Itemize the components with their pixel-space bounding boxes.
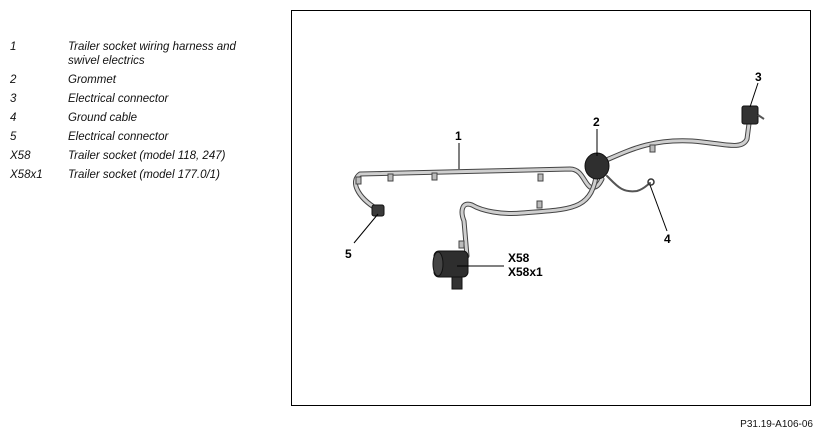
connector-5 (371, 204, 385, 217)
clip (649, 144, 656, 153)
legend-text: Trailer socket (model 118, 247) (68, 150, 226, 162)
legend-row: X58x1 Trailer socket (model 177.0/1) (10, 168, 270, 182)
legend-text: Electrical connector (68, 93, 169, 105)
legend-row: 1 Trailer socket wiring harness and swiv… (10, 40, 270, 68)
clip (387, 173, 394, 182)
trailer-socket (432, 250, 469, 290)
legend-key: X58x1 (10, 169, 43, 181)
leader-4 (649, 184, 668, 232)
grommet (584, 152, 610, 180)
diagram-frame: 1 2 3 4 5 X58 X58x1 (291, 10, 811, 406)
legend-key: 3 (10, 93, 17, 105)
leader-5 (353, 213, 379, 244)
legend-text: Grommet (68, 74, 116, 86)
legend-key: 5 (10, 131, 17, 143)
clip (537, 173, 544, 182)
legend-key: 4 (10, 112, 17, 124)
connector-5-body (371, 204, 385, 217)
leader-lines (353, 82, 759, 267)
legend-row: 5 Electrical connector (10, 130, 270, 144)
callout-5: 5 (345, 247, 352, 261)
figure-code: P31.19-A106-06 (740, 419, 813, 430)
legend-row: 2 Grommet (10, 73, 270, 87)
harness-branch-socket-fill (460, 169, 599, 258)
harness-branch-right-fill (602, 114, 752, 163)
harness-clips (355, 144, 656, 249)
ground-cable (606, 175, 651, 193)
connector-3 (741, 105, 765, 125)
legend-text: Trailer socket (model 177.0/1) (68, 169, 220, 181)
callout-4: 4 (664, 232, 671, 246)
harness-main-run-fill (354, 167, 604, 211)
callout-1: 1 (455, 129, 462, 143)
clip (536, 200, 543, 209)
legend: 1 Trailer socket wiring harness and swiv… (10, 40, 270, 187)
ground-terminal-eye (647, 178, 655, 186)
harness-diagram: 1 2 3 4 5 X58 X58x1 (345, 70, 765, 290)
legend-text: Ground cable (68, 112, 138, 124)
legend-row: 3 Electrical connector (10, 92, 270, 106)
clip (431, 172, 438, 181)
legend-key: X58 (10, 150, 31, 162)
legend-text: Trailer socket wiring harness and swivel… (68, 41, 236, 67)
connector-3-tail (757, 114, 765, 120)
callout-3: 3 (755, 70, 762, 84)
trailer-socket-face (432, 251, 444, 277)
harness-branch-right (601, 113, 753, 164)
ground-terminal (647, 178, 655, 186)
trailer-socket-mount (451, 276, 463, 290)
legend-key: 1 (10, 41, 17, 53)
legend-key: 2 (10, 74, 17, 86)
harness-cable (353, 113, 753, 259)
callout-x58x1: X58x1 (508, 265, 543, 279)
callout-x58: X58 (508, 251, 530, 265)
leader-3 (749, 82, 759, 108)
clip (458, 240, 465, 249)
callout-2: 2 (593, 115, 600, 129)
legend-text: Electrical connector (68, 131, 169, 143)
connector-3-body (741, 105, 759, 125)
grommet-body (584, 152, 610, 180)
legend-row: 4 Ground cable (10, 111, 270, 125)
legend-row: X58 Trailer socket (model 118, 247) (10, 149, 270, 163)
clip (355, 176, 362, 185)
